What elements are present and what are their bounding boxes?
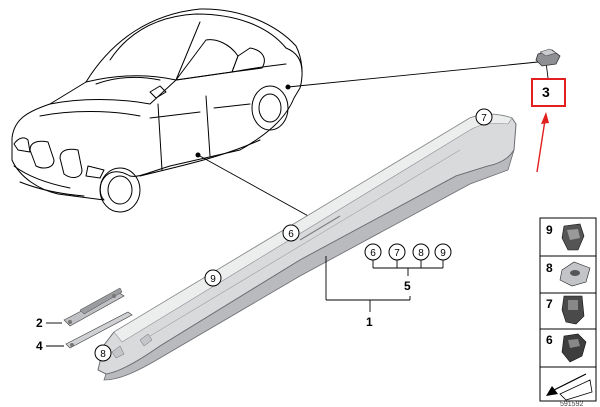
red-pointer-arrow-icon (536, 112, 549, 173)
group-5-callout-8: 8 (412, 243, 430, 261)
group-5-bracket (372, 260, 444, 276)
callout-2: 2 (36, 316, 43, 330)
svg-text:6: 6 (370, 248, 376, 259)
callout-5: 5 (404, 279, 411, 293)
svg-text:6: 6 (288, 229, 294, 240)
clip-icon (561, 223, 585, 251)
bracket-clip-icon (561, 295, 585, 325)
svg-text:6: 6 (546, 333, 553, 347)
svg-text:9: 9 (210, 274, 216, 285)
svg-text:8: 8 (100, 349, 106, 360)
group-5-callout-9: 9 (434, 243, 452, 261)
callout-7-top: 7 (475, 108, 493, 126)
svg-text:7: 7 (546, 297, 553, 311)
svg-text:9: 9 (546, 223, 553, 237)
nut-clip-icon (559, 261, 591, 287)
legend-panel: 9 8 7 6 (539, 217, 597, 402)
svg-text:7: 7 (394, 248, 400, 259)
group-5-callout-6: 6 (364, 243, 382, 261)
hinweis-arrow-icon (546, 373, 593, 401)
callout-1-bracket (325, 256, 411, 312)
callout-3: 3 (542, 84, 550, 100)
part-3-clip-icon (535, 48, 561, 67)
svg-text:7: 7 (481, 113, 487, 124)
svg-text:9: 9 (440, 248, 446, 259)
callout-8-bottom: 8 (94, 344, 112, 362)
callout-6-top: 6 (282, 224, 300, 242)
car-illustration (11, 8, 303, 213)
svg-text:8: 8 (546, 261, 553, 275)
svg-text:8: 8 (418, 248, 424, 259)
group-5-callout-7: 7 (388, 243, 406, 261)
callout-4: 4 (36, 339, 43, 353)
expansion-clip-icon (561, 333, 587, 363)
part-4-rail-icon (65, 311, 133, 349)
callout-1: 1 (366, 315, 373, 329)
part-3-highlight-box (531, 78, 566, 107)
callout-9-left: 9 (204, 269, 222, 287)
diagram-reference: 591592 (560, 401, 583, 407)
part-2-rail-icon (63, 287, 125, 327)
